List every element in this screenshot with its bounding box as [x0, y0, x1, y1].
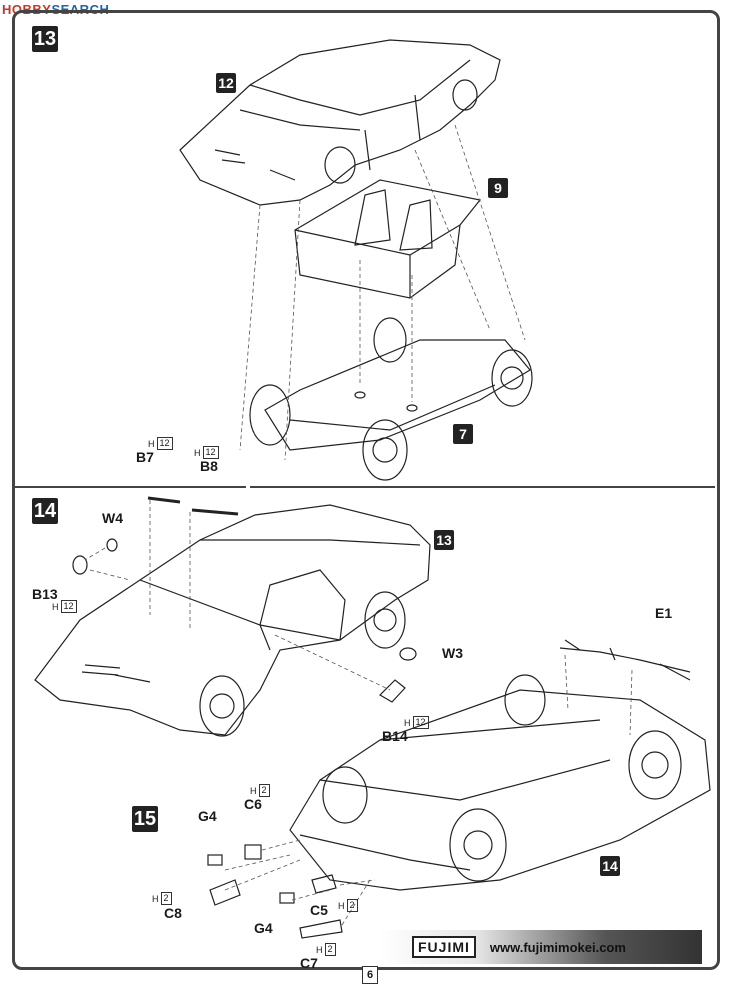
section-divider-left — [14, 486, 246, 488]
interior-tub-9 — [294, 179, 482, 299]
part-b14-label: B14 — [382, 728, 408, 744]
part-c7-label: C7 — [300, 955, 318, 971]
part-g4-label-top: G4 — [198, 808, 217, 824]
car-body-12 — [179, 39, 501, 206]
part-w3-label: W3 — [442, 645, 463, 661]
part-g4-label-bottom: G4 — [254, 920, 273, 936]
part-c6-label: C6 — [244, 796, 262, 812]
part-b7-label: B7 — [136, 449, 154, 465]
part-c8-label: C8 — [164, 905, 182, 921]
callout-14: 14 — [600, 856, 620, 876]
car-underside — [207, 639, 711, 939]
part-e1-label: E1 — [655, 605, 673, 621]
part-w4-label: W4 — [102, 510, 123, 526]
callout-13: 13 — [434, 530, 454, 550]
section-divider-right — [250, 486, 715, 488]
step-13-badge: 13 — [32, 26, 58, 52]
brand-bar: FUJIMI www.fujimimokei.com — [380, 930, 702, 964]
fujimi-logo: FUJIMI — [412, 936, 476, 958]
car-body-13 — [34, 496, 431, 737]
part-b13-label: B13 — [32, 586, 58, 602]
step-14-badge: 14 — [32, 498, 58, 524]
website-url[interactable]: www.fujimimokei.com — [489, 939, 626, 955]
step-15-badge: 15 — [132, 806, 158, 832]
part-b8-label: B8 — [200, 458, 218, 474]
callout-9: 9 — [488, 178, 508, 198]
page-number: 6 — [362, 966, 378, 984]
callout-7: 7 — [453, 424, 473, 444]
callout-12: 12 — [216, 73, 236, 93]
part-c5-label: C5 — [310, 902, 328, 918]
chassis-7 — [249, 317, 533, 481]
